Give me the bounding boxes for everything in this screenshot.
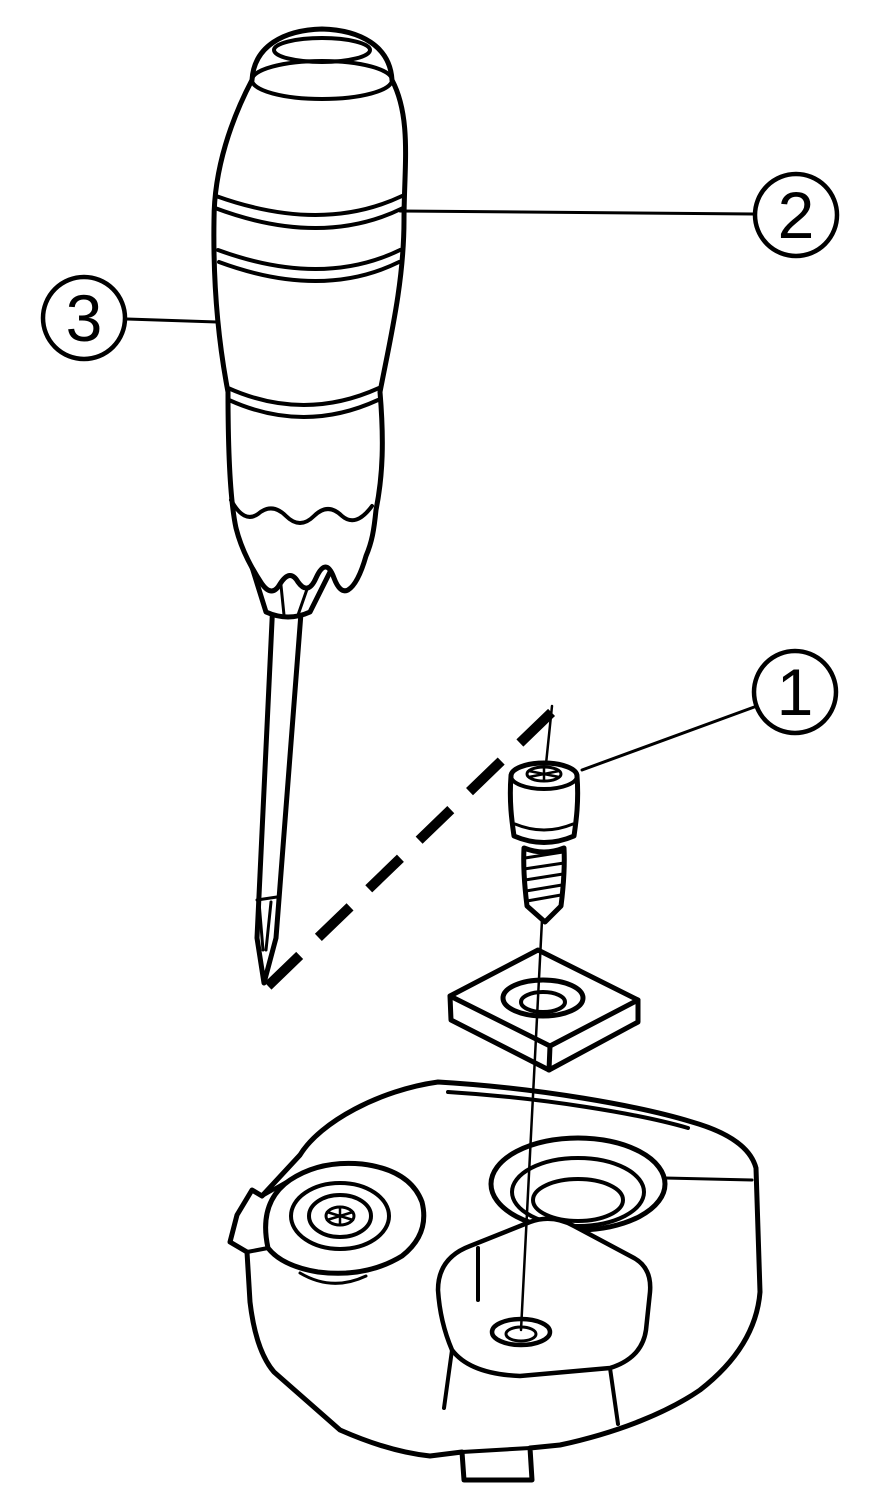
screw-torx-icon [527,765,561,783]
insert-center-hole [500,977,586,1019]
callout-2-leader [398,209,756,216]
torque-screwdriver [211,26,409,986]
callout-1-label: 1 [777,655,814,729]
cartridge-body [227,1079,763,1483]
callout-3-label: 3 [66,281,103,355]
screwdriver-shaft [254,597,305,986]
screwdriver-handle [211,26,409,594]
callout-2-label: 2 [778,178,815,252]
clamp-screw-head [289,1181,391,1251]
alignment-dashed-line [264,708,556,990]
callout-1: 1 [580,648,839,772]
callout-1-leader [580,704,759,772]
cutting-insert [447,947,641,1073]
callout-2-circle [752,171,840,259]
screw-centerline-upper [544,704,554,766]
callout-3-leader [124,317,219,324]
clamp-bore-hole [488,1135,668,1233]
insert-pocket [435,1216,653,1426]
callout-3: 3 [40,274,219,362]
callout-3-circle [40,274,128,362]
handle-cap-top [272,36,372,64]
clamp-screw-torx-icon [325,1205,355,1227]
screw-centerline-lower [519,918,544,1332]
insert-screw [507,760,581,925]
callout-2: 2 [398,171,840,259]
callout-1-circle [751,648,839,736]
side-clamp [245,1160,427,1285]
